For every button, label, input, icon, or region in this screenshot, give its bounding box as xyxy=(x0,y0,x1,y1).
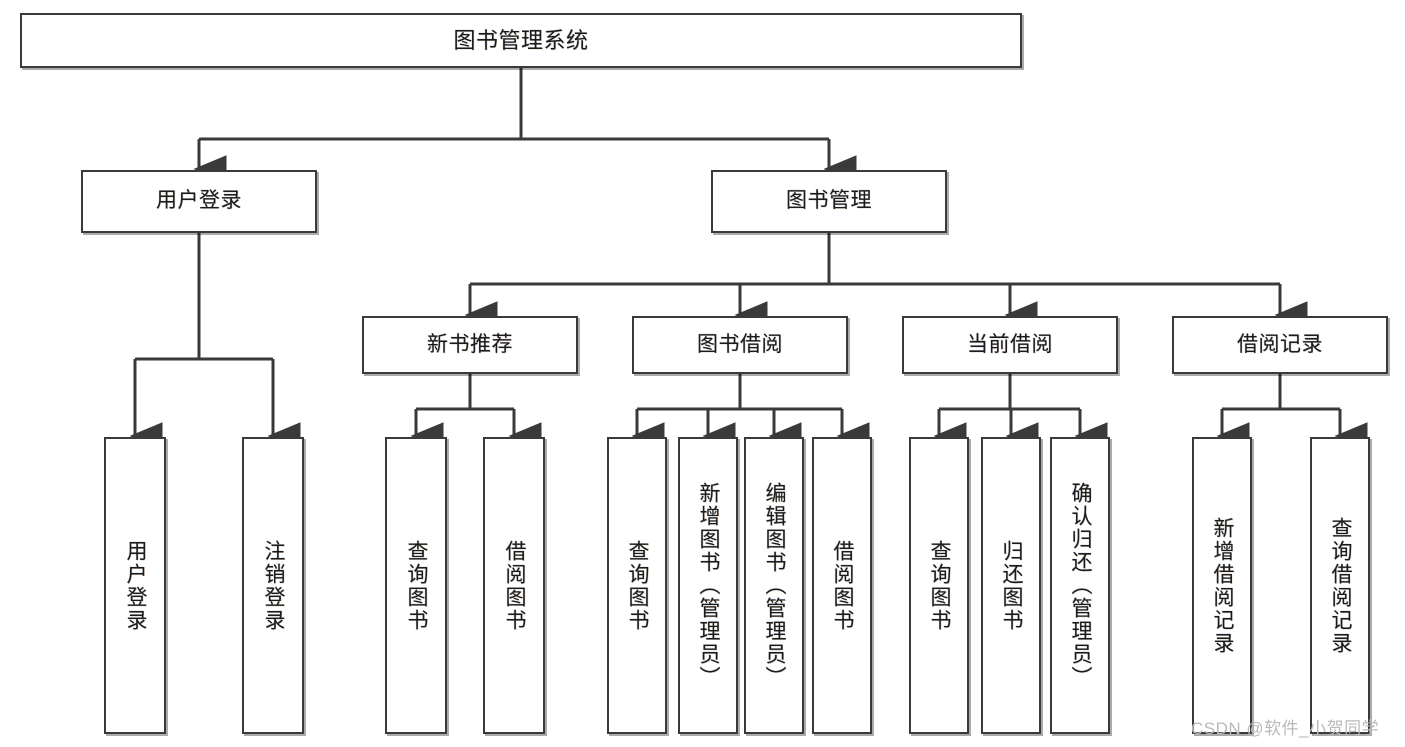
node-n9[interactable]: 查询图书 xyxy=(909,437,969,734)
node-n11[interactable]: 确认归还（管理员） xyxy=(1050,437,1110,734)
node-label: 查询图书 xyxy=(626,539,650,632)
node-n8[interactable]: 借阅图书 xyxy=(812,437,872,734)
node-l1b[interactable]: 图书管理 xyxy=(711,170,947,233)
node-n5[interactable]: 查询图书 xyxy=(607,437,667,734)
node-label: 新书推荐 xyxy=(427,332,513,356)
node-label: 查询借阅记录 xyxy=(1329,516,1353,655)
node-label: 用户登录 xyxy=(156,189,242,213)
node-n10[interactable]: 归还图书 xyxy=(981,437,1041,734)
node-l2d[interactable]: 借阅记录 xyxy=(1172,316,1388,374)
node-label: 新增借阅记录 xyxy=(1211,516,1235,655)
node-l1a[interactable]: 用户登录 xyxy=(81,170,317,233)
node-label: 编辑图书（管理员） xyxy=(763,482,787,689)
node-label: 借阅图书 xyxy=(831,539,855,632)
root-node[interactable]: 图书管理系统 xyxy=(20,13,1022,68)
node-label: 归还图书 xyxy=(1000,539,1024,632)
node-n13[interactable]: 查询借阅记录 xyxy=(1310,437,1370,734)
node-n3[interactable]: 查询图书 xyxy=(385,437,447,734)
node-n1[interactable]: 用户登录 xyxy=(104,437,166,734)
node-label: 确认归还（管理员） xyxy=(1069,482,1093,689)
node-l2c[interactable]: 当前借阅 xyxy=(902,316,1118,374)
node-label: 图书管理系统 xyxy=(453,27,589,53)
node-n12[interactable]: 新增借阅记录 xyxy=(1192,437,1252,734)
node-n2[interactable]: 注销登录 xyxy=(242,437,304,734)
node-label: 图书借阅 xyxy=(697,332,783,356)
node-n6[interactable]: 新增图书（管理员） xyxy=(678,437,738,734)
node-label: 查询图书 xyxy=(405,539,429,632)
node-l2a[interactable]: 新书推荐 xyxy=(362,316,578,374)
node-label: 注销登录 xyxy=(262,539,286,632)
node-label: 借阅记录 xyxy=(1237,332,1323,356)
node-label: 用户登录 xyxy=(124,539,148,632)
node-n7[interactable]: 编辑图书（管理员） xyxy=(744,437,804,734)
csdn-watermark: CSDN @软件_小贺同学 xyxy=(1191,719,1380,738)
node-label: 新增图书（管理员） xyxy=(697,482,721,689)
node-l2b[interactable]: 图书借阅 xyxy=(632,316,848,374)
node-n4[interactable]: 借阅图书 xyxy=(483,437,545,734)
node-label: 查询图书 xyxy=(928,539,952,632)
node-label: 图书管理 xyxy=(786,189,872,213)
node-label: 当前借阅 xyxy=(967,332,1053,356)
node-label: 借阅图书 xyxy=(503,539,527,632)
